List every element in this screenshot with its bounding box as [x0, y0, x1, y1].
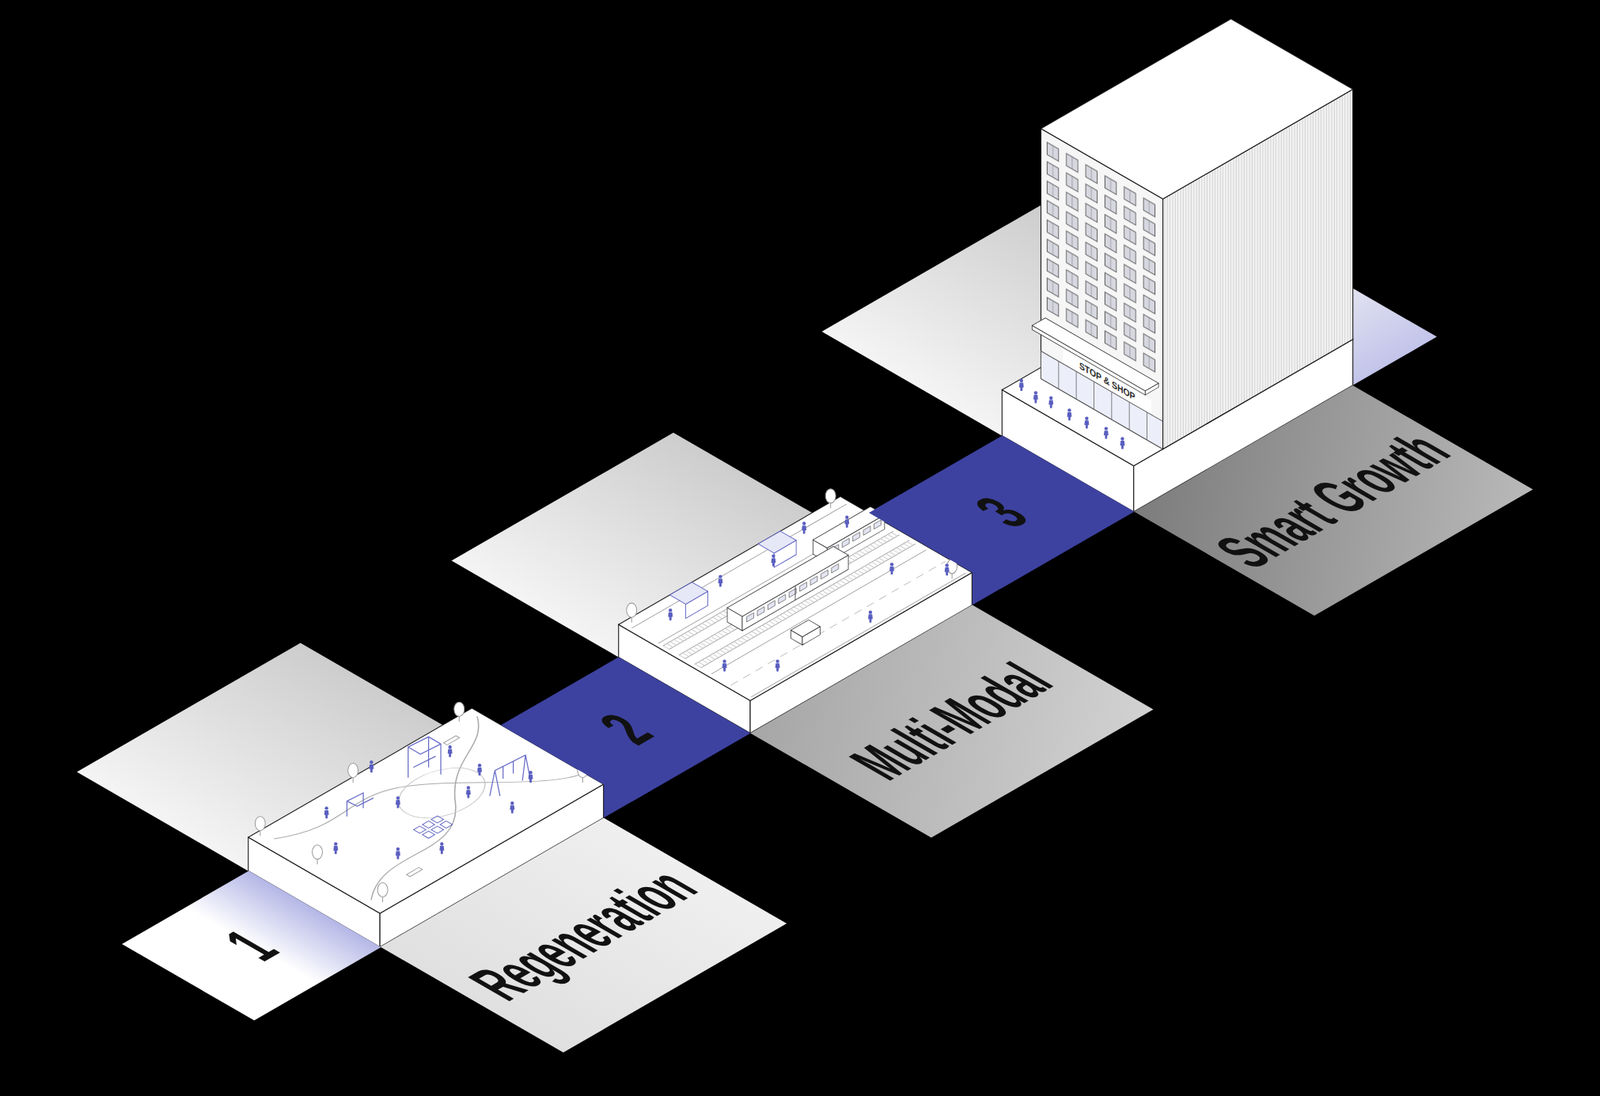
step-number: 2: [586, 706, 666, 752]
tile-label: Multi-Modal: [837, 655, 1066, 788]
tile-label: Smart Growth: [1203, 425, 1464, 576]
step-number: 3: [961, 489, 1041, 535]
tile-label: Regeneration: [456, 862, 710, 1009]
step-number: 1: [212, 922, 292, 968]
